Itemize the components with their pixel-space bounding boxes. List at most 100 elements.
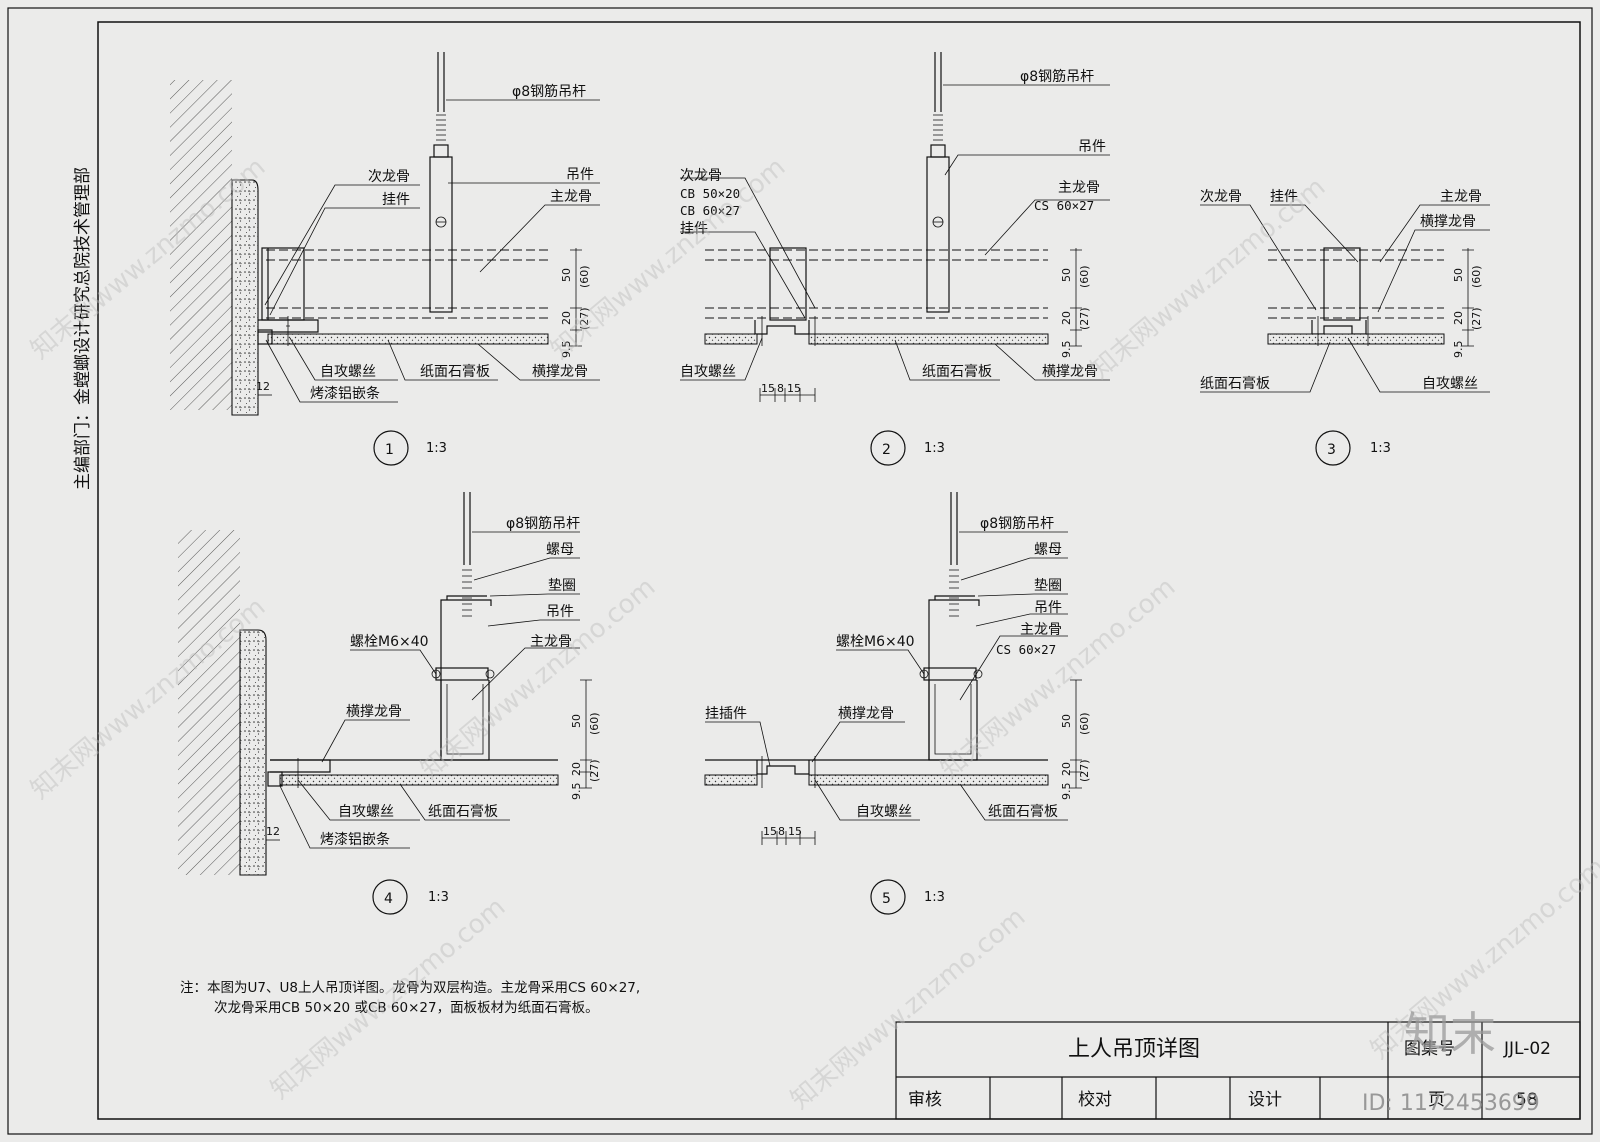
svg-text:知末网www.znzmo.com: 知末网www.znzmo.com [545, 152, 791, 365]
detail-5-number: 5 [882, 891, 891, 907]
title-block: 上人吊顶详图 图集号 JJL-02 审核 校对 设计 页 58 [895, 1021, 1581, 1120]
svg-text:设计: 设计 [1248, 1090, 1282, 1110]
svg-text:横撑龙骨: 横撑龙骨 [838, 706, 894, 722]
svg-text:8: 8 [777, 382, 784, 395]
svg-text:15: 15 [763, 825, 777, 838]
svg-text:横撑龙骨: 横撑龙骨 [532, 364, 588, 380]
plaster-layer-4 [239, 629, 267, 876]
svg-text:1:3: 1:3 [924, 890, 945, 905]
svg-text:纸面石膏板: 纸面石膏板 [922, 363, 992, 380]
svg-text:次龙骨: 次龙骨 [680, 168, 722, 184]
svg-text:9.5: 9.5 [560, 341, 573, 359]
svg-text:自攻螺丝: 自攻螺丝 [680, 364, 736, 380]
note-line-1: 注：本图为U7、U8上人吊顶详图。龙骨为双层构造。主龙骨采用CS 60×27, [180, 980, 640, 996]
svg-text:(27): (27) [578, 307, 591, 330]
svg-text:CS 60×27: CS 60×27 [1034, 198, 1094, 213]
svg-text:50: 50 [1452, 268, 1465, 282]
svg-text:次龙骨: 次龙骨 [1200, 189, 1242, 205]
detail-4-number: 4 [384, 891, 393, 907]
svg-text:φ8钢筋吊杆: φ8钢筋吊杆 [1020, 68, 1094, 85]
svg-text:螺母: 螺母 [1034, 542, 1062, 558]
svg-text:自攻螺丝: 自攻螺丝 [1422, 376, 1478, 392]
svg-text:次龙骨: 次龙骨 [368, 169, 410, 185]
svg-text:50: 50 [560, 268, 573, 282]
svg-text:8: 8 [778, 825, 785, 838]
svg-text:横撑龙骨: 横撑龙骨 [1042, 364, 1098, 380]
svg-text:吊件: 吊件 [546, 604, 574, 620]
svg-text:挂件: 挂件 [680, 221, 708, 237]
svg-text:1:3: 1:3 [1370, 441, 1391, 456]
svg-text:自攻螺丝: 自攻螺丝 [320, 364, 376, 380]
detail-1-number: 1 [385, 442, 394, 458]
svg-text:20: 20 [560, 311, 573, 325]
svg-text:主龙骨: 主龙骨 [530, 634, 572, 650]
svg-text:50: 50 [1060, 714, 1073, 728]
wall-hatch [170, 80, 232, 410]
svg-text:(60): (60) [1078, 712, 1091, 735]
plaster-layer [231, 179, 259, 416]
svg-text:横撑龙骨: 横撑龙骨 [1420, 214, 1476, 230]
svg-text:螺母: 螺母 [546, 542, 574, 558]
drawing-title: 上人吊顶详图 [1068, 1037, 1200, 1062]
svg-text:(60): (60) [578, 265, 591, 288]
svg-text:φ8钢筋吊杆: φ8钢筋吊杆 [506, 515, 580, 532]
svg-text:9.5: 9.5 [570, 783, 583, 801]
svg-text:审核: 审核 [908, 1090, 942, 1110]
wall-hatch-4 [178, 530, 240, 875]
atlas-number: JJL-02 [1503, 1039, 1551, 1059]
svg-text:CB 50×20: CB 50×20 [680, 186, 740, 201]
svg-text:知末网www.znzmo.com: 知末网www.znzmo.com [415, 572, 661, 785]
svg-text:(60): (60) [1078, 265, 1091, 288]
svg-text:螺栓M6×40: 螺栓M6×40 [836, 634, 915, 650]
svg-text:CB 60×27: CB 60×27 [680, 203, 740, 218]
svg-text:横撑龙骨: 横撑龙骨 [346, 704, 402, 720]
detail-3-number: 3 [1327, 442, 1336, 458]
svg-text:50: 50 [570, 714, 583, 728]
svg-text:页: 页 [1428, 1090, 1445, 1110]
svg-text:20: 20 [1452, 311, 1465, 325]
svg-text:15: 15 [761, 382, 775, 395]
svg-text:(27): (27) [1078, 307, 1091, 330]
page-number: 58 [1516, 1090, 1538, 1110]
svg-text:(27): (27) [1078, 759, 1091, 782]
label-rod: φ8钢筋吊杆 [512, 83, 586, 100]
svg-text:纸面石膏板: 纸面石膏板 [988, 803, 1058, 820]
svg-text:烤漆铝嵌条: 烤漆铝嵌条 [320, 831, 390, 848]
detail-5: 50 (60) 20 (27) 9.5 15 8 15 φ8钢筋吊杆 螺母 垫圈… [704, 492, 1091, 915]
detail-2-number: 2 [882, 442, 891, 458]
svg-text:(60): (60) [1470, 265, 1483, 288]
svg-text:9.5: 9.5 [1060, 783, 1073, 801]
svg-text:挂插件: 挂插件 [705, 706, 747, 722]
svg-text:烤漆铝嵌条: 烤漆铝嵌条 [310, 385, 380, 402]
svg-text:1:3: 1:3 [428, 890, 449, 905]
svg-text:垫圈: 垫圈 [548, 578, 576, 594]
svg-text:自攻螺丝: 自攻螺丝 [338, 804, 394, 820]
svg-text:主龙骨: 主龙骨 [1058, 180, 1100, 196]
note-line-2: 次龙骨采用CB 50×20 或CB 60×27，面板板材为纸面石膏板。 [214, 999, 599, 1016]
svg-text:15: 15 [788, 825, 802, 838]
svg-text:9.5: 9.5 [1452, 341, 1465, 359]
detail-2: 50 (60) 20 (27) 9.5 15 8 15 φ8钢筋吊杆 吊件 主龙… [680, 52, 1110, 466]
svg-text:吊件: 吊件 [1078, 139, 1106, 155]
svg-text:12: 12 [266, 825, 280, 838]
svg-text:(27): (27) [1470, 307, 1483, 330]
detail-4: 50 (60) 20 (27) 9.5 12 φ8钢筋吊杆 螺母 垫圈 吊件 主… [178, 492, 601, 915]
svg-text:20: 20 [570, 762, 583, 776]
svg-text:挂件: 挂件 [382, 192, 410, 208]
svg-text:12: 12 [256, 380, 270, 393]
svg-text:纸面石膏板: 纸面石膏板 [420, 363, 490, 380]
department-label: 主编部门：金螳螂设计研究总院技术管理部 [73, 167, 93, 490]
atlas-label: 图集号 [1404, 1039, 1455, 1059]
svg-text:纸面石膏板: 纸面石膏板 [428, 803, 498, 820]
svg-text:20: 20 [1060, 311, 1073, 325]
svg-text:知末网www.znzmo.com: 知末网www.znzmo.com [785, 902, 1031, 1115]
svg-text:9.5: 9.5 [1060, 341, 1073, 359]
svg-text:纸面石膏板: 纸面石膏板 [1200, 375, 1270, 392]
svg-text:自攻螺丝: 自攻螺丝 [856, 804, 912, 820]
svg-text:(27): (27) [588, 759, 601, 782]
detail-1: 50 (60) 20 (27) 9.5 12 φ8钢筋吊杆 吊件 主龙骨 次龙骨… [170, 52, 600, 466]
svg-text:主龙骨: 主龙骨 [550, 189, 592, 205]
svg-text:校对: 校对 [1078, 1090, 1112, 1110]
svg-text:知末网www.znzmo.com: 知末网www.znzmo.com [265, 892, 511, 1105]
